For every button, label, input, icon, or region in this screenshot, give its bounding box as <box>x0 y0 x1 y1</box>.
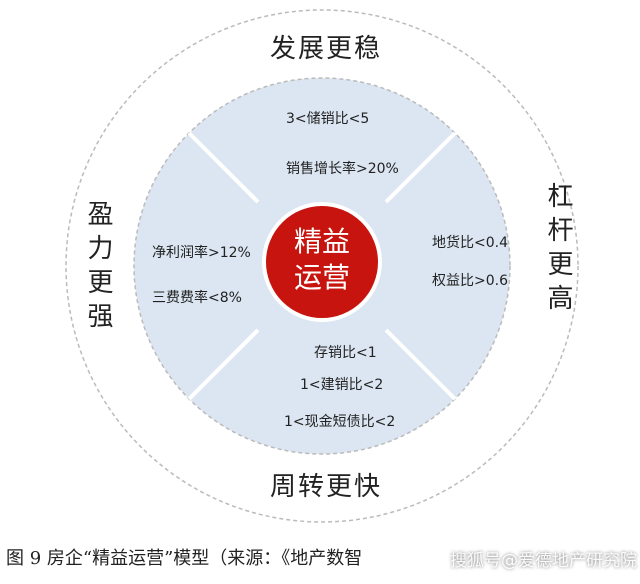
metric-right-2: 权益比>0.6 <box>432 273 508 289</box>
divider-upper-right <box>384 131 457 204</box>
divider-upper-left <box>187 131 260 204</box>
outer-label-right: 杠杆更高 <box>543 182 573 318</box>
divider-lower-right <box>384 328 457 401</box>
metric-top-1: 3<储销比<5 <box>286 111 370 127</box>
metric-left-2: 三费费率<8% <box>152 290 242 306</box>
metric-bottom-3: 1<现金短债比<2 <box>284 414 396 430</box>
metric-top-2: 销售增长率>20% <box>286 161 399 177</box>
metric-right-1: 地货比<0.4 <box>432 235 508 251</box>
outer-label-bottom: 周转更快 <box>270 472 383 502</box>
outer-label-top: 发展更稳 <box>270 34 383 64</box>
outer-label-left: 盈力更强 <box>83 200 113 336</box>
metric-bottom-1: 存销比<1 <box>314 345 377 361</box>
core-label-line1: 精益 <box>293 225 350 258</box>
core-circle <box>262 202 382 322</box>
divider-lower-left <box>187 328 260 401</box>
watermark: 搜狐号@爱德地产研究院 <box>450 551 637 571</box>
figure-caption: 图 9 房企“精益运营”模型（来源：《地产数智 <box>6 548 363 569</box>
core-label-line2: 运营 <box>293 261 350 294</box>
metric-bottom-2: 1<建销比<2 <box>300 377 384 393</box>
metric-left-1: 净利润率>12% <box>152 245 251 261</box>
